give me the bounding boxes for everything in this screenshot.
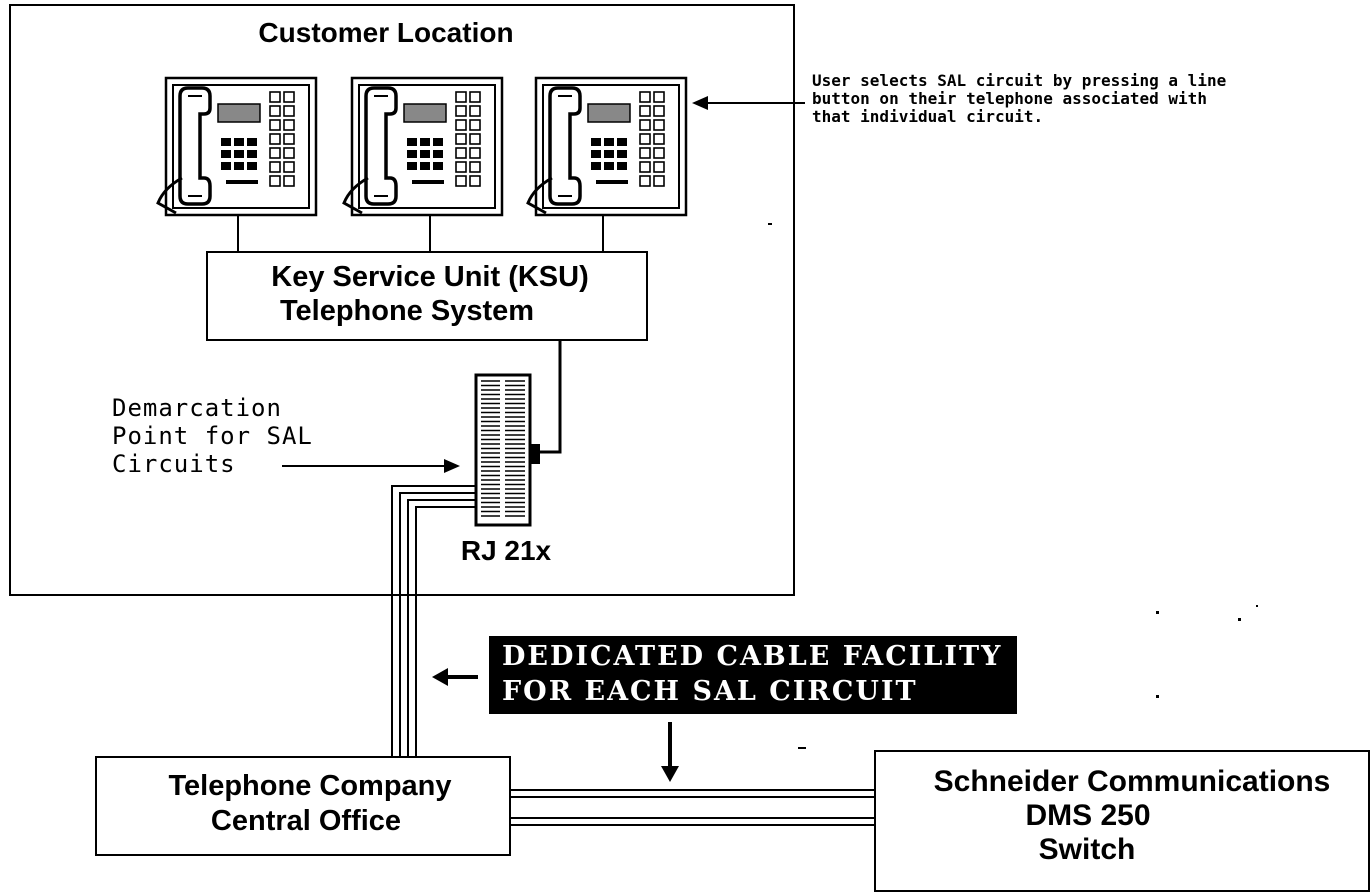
switch-subtitle: Switch	[1039, 833, 1136, 866]
arrow-icon	[692, 96, 805, 110]
central-office-subtitle: Central Office	[211, 805, 401, 837]
switch-model: DMS 250	[1025, 799, 1150, 832]
arrow-icon	[282, 459, 460, 473]
cable-to-central-office	[392, 486, 476, 757]
dedicated-cable-line: FOR EACH SAL CIRCUIT	[502, 676, 918, 707]
key-telephone-icon	[344, 78, 502, 215]
switch-title: Schneider Communications	[934, 765, 1331, 798]
demarcation-line: Demarcation	[112, 394, 282, 422]
phone-wires	[238, 215, 603, 252]
phone-note-line: that individual circuit.	[812, 107, 1043, 126]
trunk-to-switch	[510, 790, 875, 825]
customer-location-title: Customer Location	[258, 17, 513, 48]
rj21x-block-icon	[476, 375, 530, 525]
phone-note-line: button on their telephone associated wit…	[812, 89, 1207, 108]
ksu-connector-wire	[538, 340, 560, 452]
phone-note: User selects SAL circuit by pressing a l…	[812, 71, 1236, 126]
key-telephone-icon	[528, 78, 686, 215]
arrow-icon	[432, 668, 478, 686]
central-office-title: Telephone Company	[168, 770, 451, 802]
arrow-icon	[661, 722, 679, 782]
ksu-title: Key Service Unit (KSU)	[271, 261, 589, 293]
dedicated-cable-line: DEDICATED CABLE FACILITY	[502, 641, 1002, 672]
ksu-subtitle: Telephone System	[280, 295, 534, 327]
key-telephone-icon	[158, 78, 316, 215]
phone-note-line: User selects SAL circuit by pressing a l…	[812, 71, 1226, 90]
rj21x-label: RJ 21x	[461, 535, 552, 566]
demarcation-line: Circuits	[112, 450, 236, 478]
demarcation-line: Point for SAL	[112, 422, 313, 450]
